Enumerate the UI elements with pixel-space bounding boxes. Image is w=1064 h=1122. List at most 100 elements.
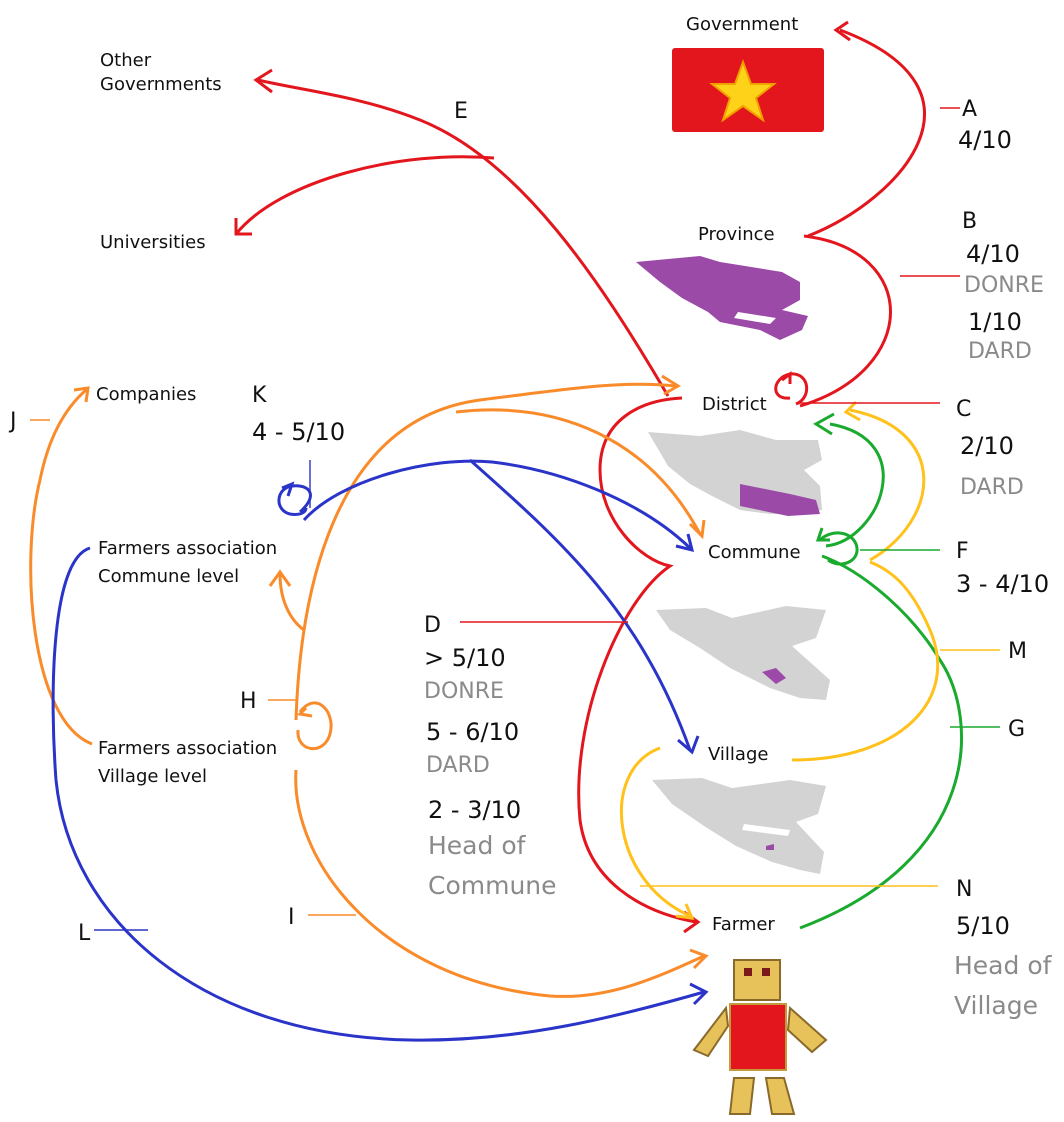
arrow-d xyxy=(577,396,697,924)
arrow-orange-to-commune xyxy=(455,408,702,535)
node-farmer: Farmer xyxy=(712,914,775,935)
node-fa-commune-line2: Commune level xyxy=(98,566,239,587)
arrow-m xyxy=(791,560,940,762)
arrow-n xyxy=(619,746,691,918)
arrow-g xyxy=(799,554,963,930)
arrow-blue-to-village xyxy=(469,458,692,751)
blue-arrows xyxy=(51,458,709,1042)
label-j-letter: J xyxy=(8,409,17,434)
label-d-letter: D xyxy=(424,613,441,638)
node-commune: Commune xyxy=(708,542,801,563)
label-h-letter: H xyxy=(240,689,257,714)
label-d-org1: DONRE xyxy=(424,679,504,704)
label-k-score: 4 - 5/10 xyxy=(252,418,345,446)
province-map-icon xyxy=(636,256,808,340)
node-fa-village-line1: Farmers association xyxy=(98,738,277,759)
label-d-org3-line1: Head of xyxy=(428,831,527,860)
arrow-orange-to-district-head xyxy=(661,374,681,396)
arrow-e-universities-head xyxy=(234,218,252,236)
arrow-orange-to-facommune xyxy=(278,573,305,632)
node-district: District xyxy=(702,394,767,415)
label-e-letter: E xyxy=(454,99,468,124)
arrow-orange-to-facommune-head xyxy=(268,569,292,587)
arrow-blue-to-village-head xyxy=(677,735,700,755)
district-self-loop-head xyxy=(781,371,792,384)
label-b-org2: DARD xyxy=(968,339,1032,364)
arrow-e-universities xyxy=(234,155,495,235)
arrow-i-head xyxy=(689,948,709,970)
label-b-score2: 1/10 xyxy=(968,308,1022,336)
fa-commune-self-loop-head xyxy=(281,481,295,497)
label-f-letter: F xyxy=(956,539,969,564)
arrow-yellow-to-district-head xyxy=(843,400,861,422)
yellow-arrows xyxy=(619,400,940,920)
node-province: Province xyxy=(698,224,775,245)
node-companies: Companies xyxy=(96,384,196,405)
arrow-a xyxy=(807,28,926,238)
label-c-org: DARD xyxy=(960,475,1024,500)
label-f-score: 3 - 4/10 xyxy=(956,570,1049,598)
label-n-org-line2: Village xyxy=(954,991,1038,1020)
arrow-blue-to-commune xyxy=(302,459,692,550)
label-b-score1: 4/10 xyxy=(966,240,1020,268)
label-n-org-line1: Head of xyxy=(954,951,1053,980)
commune-map-icon xyxy=(656,606,830,700)
arrow-orange-to-commune-head xyxy=(688,519,706,540)
label-d-score3: 2 - 3/10 xyxy=(428,796,521,824)
label-k-letter: K xyxy=(252,383,267,408)
fa-commune-self-loop xyxy=(277,484,312,516)
arrow-n-head xyxy=(675,903,695,920)
label-c-score: 2/10 xyxy=(960,432,1014,460)
node-universities: Universities xyxy=(100,232,206,253)
label-b-letter: B xyxy=(962,209,977,234)
arrow-e-other-gov xyxy=(257,78,670,397)
label-a-letter: A xyxy=(962,97,977,122)
arrow-orange-to-district xyxy=(294,382,677,721)
red-arrows xyxy=(234,20,926,934)
village-map-icon xyxy=(652,778,826,874)
commune-self-loop-head xyxy=(815,527,830,542)
fa-village-self-loop xyxy=(296,701,333,751)
green-arrows xyxy=(799,412,963,930)
label-n-score: 5/10 xyxy=(956,912,1010,940)
label-d-score2: 5 - 6/10 xyxy=(426,718,519,746)
label-l-letter: L xyxy=(78,921,91,946)
label-b-org1: DONRE xyxy=(964,273,1044,298)
node-other-governments-line1: Other xyxy=(100,50,152,71)
vietnam-flag-icon xyxy=(672,48,824,132)
label-d-score1: > 5/10 xyxy=(424,644,506,672)
node-fa-commune-line1: Farmers association xyxy=(98,538,277,559)
arrow-blue-to-commune-head xyxy=(675,533,695,553)
farmer-figure-icon xyxy=(692,959,828,1115)
arrow-j xyxy=(29,388,93,746)
arrow-i xyxy=(294,769,705,998)
node-government: Government xyxy=(686,14,798,35)
label-m-letter: M xyxy=(1008,639,1027,664)
fa-village-self-loop-head xyxy=(296,706,313,718)
label-n-letter: N xyxy=(956,877,972,902)
commune-self-loop xyxy=(818,531,859,566)
arrow-j-head xyxy=(73,386,90,403)
arrow-b xyxy=(799,234,892,408)
label-a-score: 4/10 xyxy=(958,126,1012,154)
district-map-icon xyxy=(648,430,822,516)
orange-arrows xyxy=(29,374,709,998)
arrow-l xyxy=(51,546,705,1042)
arrow-a-head xyxy=(833,20,851,42)
label-connectors xyxy=(30,107,1000,931)
arrow-l-head xyxy=(689,982,709,1006)
label-c-letter: C xyxy=(956,397,971,422)
node-village: Village xyxy=(708,744,768,765)
node-other-governments-line2: Governments xyxy=(100,74,222,95)
arrow-f xyxy=(825,422,885,548)
arrow-e-other-gov-head xyxy=(253,68,273,94)
label-i-letter: I xyxy=(288,905,295,930)
label-g-letter: G xyxy=(1008,717,1025,742)
node-fa-village-line2: Village level xyxy=(98,766,207,787)
label-d-org2: DARD xyxy=(426,753,490,778)
arrow-f-head xyxy=(813,412,835,436)
arrow-yellow-to-district xyxy=(849,408,926,562)
label-d-org3-line2: Commune xyxy=(428,871,557,900)
